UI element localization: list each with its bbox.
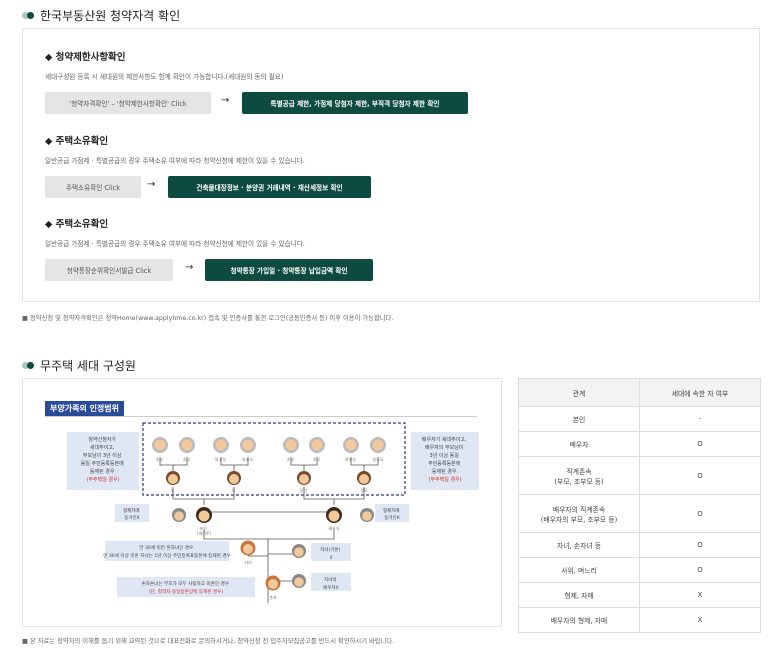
table-cell: 배우자의 형제, 자매 xyxy=(518,607,640,633)
arrow-right-icon: → xyxy=(147,179,156,190)
footnote: ■ 본 자료는 청약자의 이해를 돕기 위해 요약된 것으로 대표전화로 문의하… xyxy=(22,638,395,645)
dashed-enclosure xyxy=(142,422,406,496)
section-title-text: 무주택 세대 구성원 xyxy=(40,359,136,373)
result-badge: 청약통장 가입일 · 청약통장 납입금액 확인 xyxy=(205,259,373,281)
table-cell: 본인 xyxy=(518,406,640,432)
divider xyxy=(45,416,477,417)
parent-labels: 부 모 장인 장모 xyxy=(171,487,368,493)
self-label: 본인 (세대주) xyxy=(197,525,212,536)
grandparent-labels: 조부 조모 외조부 외조모 조부 조모 외조부 외조모 xyxy=(156,456,384,462)
result-badge: 특별공급 제한, 가점제 당첨자 제한, 부적격 당첨자 제한 확인 xyxy=(242,92,468,114)
parents-row xyxy=(166,471,371,485)
child-spouse-text: 자녀의 배우자X xyxy=(323,576,339,591)
eligibility-box: ◆ 청약제한사항확인 세대구성원 등록 시 세대원의 제한사항도 함께 확인이 … xyxy=(22,28,760,302)
table-cell: 배우자의 직계존속(배우자의 부모, 조부모 등) xyxy=(518,494,640,533)
arrow-right-icon: → xyxy=(221,95,230,106)
table-cell: O xyxy=(639,431,761,457)
left-note-text: 청약신청자가 세대주이고, 부모님이 3년 이상 동일 주민등록등본에 등재된 … xyxy=(81,436,126,483)
item-heading: ◆ 주택소유확인 xyxy=(45,219,109,230)
grandparents-row xyxy=(152,437,386,453)
grandchild-label: 손자 xyxy=(269,594,277,600)
connector-lines xyxy=(159,457,379,471)
table-header-row: 관계 세대에 속한 자 여부 xyxy=(518,378,761,407)
left-note-box xyxy=(67,432,139,490)
table-cell: X xyxy=(639,582,761,608)
house-ownership-button[interactable]: 주택소유확인 Click xyxy=(45,176,141,198)
child-note-box xyxy=(105,541,229,561)
section-title-household: 무주택 세대 구성원 xyxy=(22,357,136,374)
table-row: 배우자의 직계존속(배우자의 부모, 조부모 등)O xyxy=(518,494,761,533)
table-cell: 형제, 자매 xyxy=(518,582,640,608)
footnote: ■ 청약신청 및 청약자격확인은 청약Home(www.applyhme.co.… xyxy=(22,315,394,322)
bullet-dots-icon xyxy=(22,362,34,369)
restriction-check-button[interactable]: '청약자격확인' – '청약제한사항확인' Click xyxy=(45,92,211,114)
married-child-box xyxy=(311,543,351,561)
sibling-right-box xyxy=(375,504,409,522)
child-label: 자녀 xyxy=(244,559,252,565)
item-desc: 일반공급 가점제 · 특별공급의 경우 주택소유 여부에 따라 청약신청에 제한… xyxy=(45,240,305,248)
child-note-text: 만 30세 미만 혼자녀인 경우 만 30세 이상 미혼 자녀는 1년 이상 주… xyxy=(103,544,231,559)
right-note-text: 배우자가 세대주이고, 배우자의 부모님이 3년 이상 동일 주민등록등본에 등… xyxy=(422,436,468,483)
table-cell: O xyxy=(639,456,761,495)
connector-lines xyxy=(172,487,365,603)
section-title-eligibility: 한국부동산원 청약자격 확인 xyxy=(22,7,180,24)
table-header: 관계 xyxy=(518,378,640,407)
sibling-left-box xyxy=(115,504,149,522)
table-cell: 사위, 며느리 xyxy=(518,557,640,583)
sibling-right-text: 형제자매 동거인X xyxy=(383,507,401,521)
table-row: 직계존속(부모, 조부모 등)O xyxy=(518,456,761,495)
item-heading: ◆ 주택소유확인 xyxy=(45,136,109,147)
table-cell: 직계존속(부모, 조부모 등) xyxy=(518,456,640,495)
table-row: 본인- xyxy=(518,406,761,432)
table-cell: 자녀, 손자녀 등 xyxy=(518,532,640,558)
right-note-box xyxy=(411,432,479,490)
spouse-label: 배우자 xyxy=(328,525,339,531)
item-heading: ◆ 청약제한사항확인 xyxy=(45,52,126,63)
family-tree-svg: 청약신청자가 세대주이고, 부모님이 3년 이상 동일 주민등록등본에 등재된 … xyxy=(67,422,479,603)
table-cell: O xyxy=(639,494,761,533)
family-diagram: 부양가족의 인정범위 청약신청자가 세대주이고, 부모님이 3년 이상 동일 주… xyxy=(22,378,502,627)
grandchild-note-box xyxy=(117,577,255,597)
item-desc: 일반공급 가점제 · 특별공급의 경우 주택소유 여부에 따라 청약신청에 제한… xyxy=(45,157,305,165)
table-cell: O xyxy=(639,532,761,558)
table-cell: X xyxy=(639,607,761,633)
section-title-text: 한국부동산원 청약자격 확인 xyxy=(40,9,181,23)
item-desc: 세대구성원 등록 시 세대원의 제한사항도 함께 확인이 가능합니다.(세대원의… xyxy=(45,73,284,81)
child-spouse-box xyxy=(311,573,351,591)
result-badge: 건축물대장정보 · 분양권 거래내역 · 재산세정보 확인 xyxy=(168,176,371,198)
bullet-dots-icon xyxy=(22,12,34,19)
diagram-tag: 부양가족의 인정범위 xyxy=(45,401,125,416)
table-cell: O xyxy=(639,557,761,583)
married-child-text: 자녀(기혼) X xyxy=(320,546,342,561)
arrow-right-icon: → xyxy=(185,262,194,273)
account-rank-button[interactable]: 청약통장순위확인서발급 Click xyxy=(45,259,173,281)
table-cell: 배우자 xyxy=(518,431,640,457)
table-cell: - xyxy=(639,406,761,432)
table-header: 세대에 속한 자 여부 xyxy=(639,378,761,407)
sibling-left-text: 형제자매 동거인X xyxy=(123,507,141,521)
grandchild-note-text: 손자손녀는 부모가 모두 사망하고 미혼인 경우 (단, 청약자 동일등본상에 … xyxy=(141,580,230,595)
